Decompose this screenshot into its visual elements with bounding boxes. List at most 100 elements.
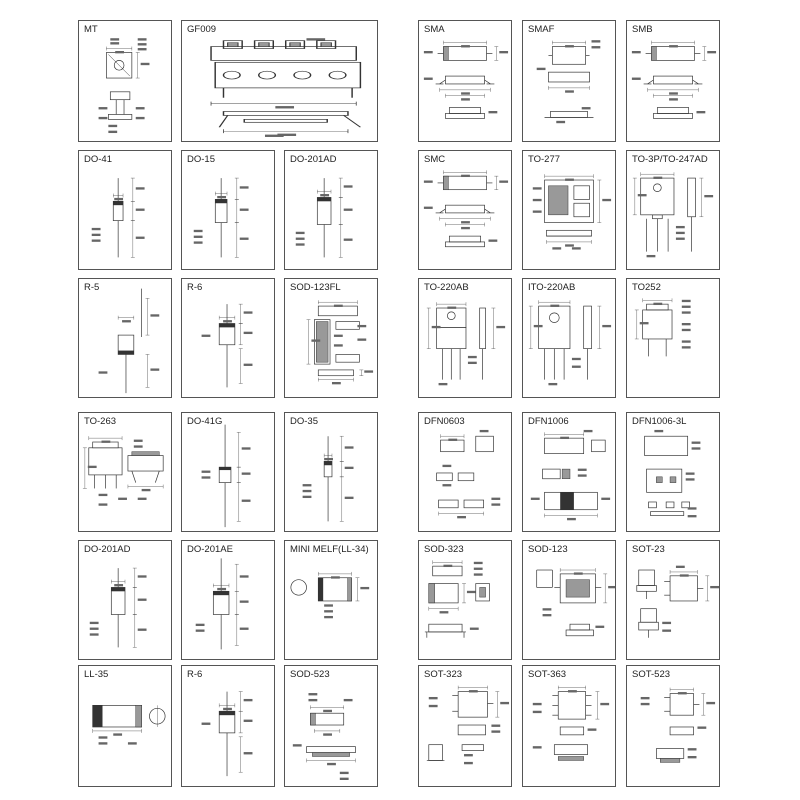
- package-cell-smaf: SMAF: [522, 20, 616, 142]
- package-cell-sot-363: SOT-363: [522, 665, 616, 787]
- package-outline-drawing: [532, 174, 612, 250]
- package-label: DFN1006-3L: [632, 416, 687, 427]
- package-outline-drawing: [424, 560, 490, 638]
- package-outline-drawing: [634, 298, 691, 357]
- package-outline-drawing: [98, 38, 150, 134]
- package-outline-drawing: [423, 40, 509, 119]
- package-label: DO-15: [187, 154, 215, 165]
- package-outline-drawing: [82, 436, 164, 506]
- package-cell-smc: SMC: [418, 150, 512, 270]
- package-label: SMB: [632, 24, 653, 35]
- package-outline-drawing: [426, 302, 506, 386]
- package-label: SOD-323: [424, 544, 464, 555]
- package-outline-drawing: [528, 300, 612, 386]
- package-label: R-6: [187, 282, 203, 293]
- package-outline-drawing: [290, 571, 370, 619]
- package-label: DO-201AE: [187, 544, 233, 555]
- package-cell-sod-523: SOD-523: [284, 665, 378, 787]
- package-cell-dfn1006: DFN1006: [522, 412, 616, 532]
- package-cell-sod-123: SOD-123: [522, 540, 616, 660]
- package-outline-drawing: [644, 429, 701, 518]
- package-outline-drawing: [536, 40, 601, 124]
- package-label: SOD-123: [528, 544, 568, 555]
- package-cell-dfn0603: DFN0603: [418, 412, 512, 532]
- package-label: SOT-523: [632, 669, 671, 680]
- package-label: TO-277: [528, 154, 561, 165]
- package-cell-to-3p-to-247ad: TO-3P/TO-247AD: [626, 150, 720, 270]
- package-outline-drawing: [295, 177, 353, 258]
- package-outline-drawing: [89, 567, 147, 648]
- package-cell-mt: MT: [78, 20, 172, 142]
- package-cell-r-5: R-5: [78, 278, 172, 398]
- package-label: TO-220AB: [424, 282, 469, 293]
- package-label: SOT-323: [424, 669, 463, 680]
- package-label: DO-201AD: [84, 544, 131, 555]
- package-cell-ito-220ab: ITO-220AB: [522, 278, 616, 398]
- package-label: TO-263: [84, 416, 117, 427]
- package-outline-drawing: [201, 424, 251, 528]
- package-cell-do-201ae: DO-201AE: [181, 540, 275, 660]
- package-label: DO-201AD: [290, 154, 337, 165]
- package-cell-r-6: R-6: [181, 278, 275, 398]
- package-outline-drawing: [426, 685, 510, 765]
- package-cell-do-15: DO-15: [181, 150, 275, 270]
- package-label: SOD-123FL: [290, 282, 341, 293]
- package-outline-drawing: [292, 693, 356, 780]
- package-label: SOT-23: [632, 544, 665, 555]
- package-label: DO-35: [290, 416, 318, 427]
- package-cell-sod-323: SOD-323: [418, 540, 512, 660]
- package-outline-drawing: [636, 565, 719, 638]
- package-outline-drawing: [201, 303, 253, 388]
- package-cell-do-41: DO-41: [78, 150, 172, 270]
- package-outline-drawing: [640, 687, 716, 763]
- package-label: TO-3P/TO-247AD: [632, 154, 708, 165]
- package-outline-drawing: [91, 177, 145, 258]
- package-cell-dfn1006-3l: DFN1006-3L: [626, 412, 720, 532]
- package-cell-sma: SMA: [418, 20, 512, 142]
- package-cell-do-41g: DO-41G: [181, 412, 275, 532]
- package-cell-r-6: R-6: [181, 665, 275, 787]
- package-label: MINI MELF(LL-34): [290, 544, 369, 555]
- package-label: SOT-363: [528, 669, 567, 680]
- package-outline-drawing: [210, 38, 362, 137]
- package-label: R-6: [187, 669, 203, 680]
- package-cell-sot-523: SOT-523: [626, 665, 720, 787]
- package-outline-drawing: [98, 288, 160, 394]
- package-cell-to252: TO252: [626, 278, 720, 398]
- package-label: SMC: [424, 154, 446, 165]
- package-label: TO252: [632, 282, 661, 293]
- package-label: DO-41: [84, 154, 112, 165]
- package-cell-do-201ad: DO-201AD: [78, 540, 172, 660]
- package-outline-drawing: [193, 177, 249, 258]
- package-cell-sot-23: SOT-23: [626, 540, 720, 660]
- package-cell-sod-123fl: SOD-123FL: [284, 278, 378, 398]
- package-cell-to-220ab: TO-220AB: [418, 278, 512, 398]
- package-cell-gf009: GF009: [181, 20, 378, 142]
- package-outline-drawing: [423, 170, 509, 248]
- package-cell-do-35: DO-35: [284, 412, 378, 532]
- package-cell-do-201ad: DO-201AD: [284, 150, 378, 270]
- package-label: LL-35: [84, 669, 109, 680]
- package-label: DFN1006: [528, 416, 569, 427]
- package-label: SMAF: [528, 24, 555, 35]
- package-cell-mini-melf-ll-34: MINI MELF(LL-34): [284, 540, 378, 660]
- package-outline-drawing: [92, 705, 166, 745]
- package-label: DO-41G: [187, 416, 223, 427]
- package-label: SMA: [424, 24, 445, 35]
- package-outline-drawing: [302, 436, 354, 522]
- package-label: GF009: [187, 24, 217, 35]
- package-outline-drawing: [532, 685, 610, 761]
- package-label: DFN0603: [424, 416, 465, 427]
- package-outline-drawing: [631, 40, 717, 119]
- package-label: R-5: [84, 282, 100, 293]
- package-cell-to-263: TO-263: [78, 412, 172, 532]
- package-label: ITO-220AB: [528, 282, 576, 293]
- package-outline-drawing: [306, 300, 374, 385]
- package-outline-drawing: [536, 568, 615, 637]
- package-outline-drawing: [201, 691, 253, 777]
- package-outline-drawing: [436, 429, 501, 519]
- package-outline-drawing: [195, 558, 249, 650]
- package-cell-ll-35: LL-35: [78, 665, 172, 787]
- package-cell-to-277: TO-277: [522, 150, 616, 270]
- package-cell-smb: SMB: [626, 20, 720, 142]
